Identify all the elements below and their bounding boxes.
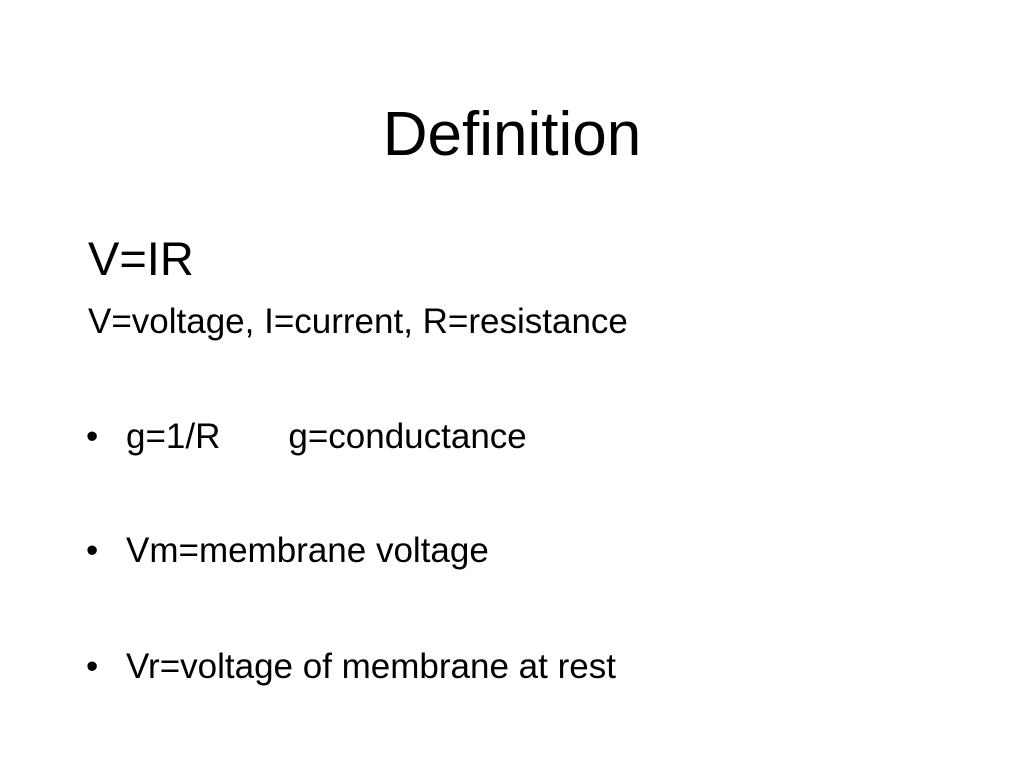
bullet-dot-icon: • xyxy=(86,417,99,456)
bullet-text-definition: g=conductance xyxy=(288,417,527,456)
bullet-text: g=1/R xyxy=(126,417,221,456)
variable-definitions: V=voltage, I=current, R=resistance xyxy=(88,302,628,341)
bullet-item-membrane-voltage: • Vm=membrane voltage xyxy=(86,530,489,572)
slide-title: Definition xyxy=(382,100,642,169)
bullet-dot-icon: • xyxy=(86,647,99,686)
ohms-law-equation: V=IR xyxy=(88,232,194,285)
bullet-dot-icon: • xyxy=(86,531,99,570)
bullet-text: Vr=voltage of membrane at rest xyxy=(126,647,616,686)
bullet-text: Vm=membrane voltage xyxy=(126,531,489,570)
bullet-item-conductance: • g=1/R g=conductance xyxy=(86,416,527,458)
bullet-item-resting-voltage: • Vr=voltage of membrane at rest xyxy=(86,646,616,688)
